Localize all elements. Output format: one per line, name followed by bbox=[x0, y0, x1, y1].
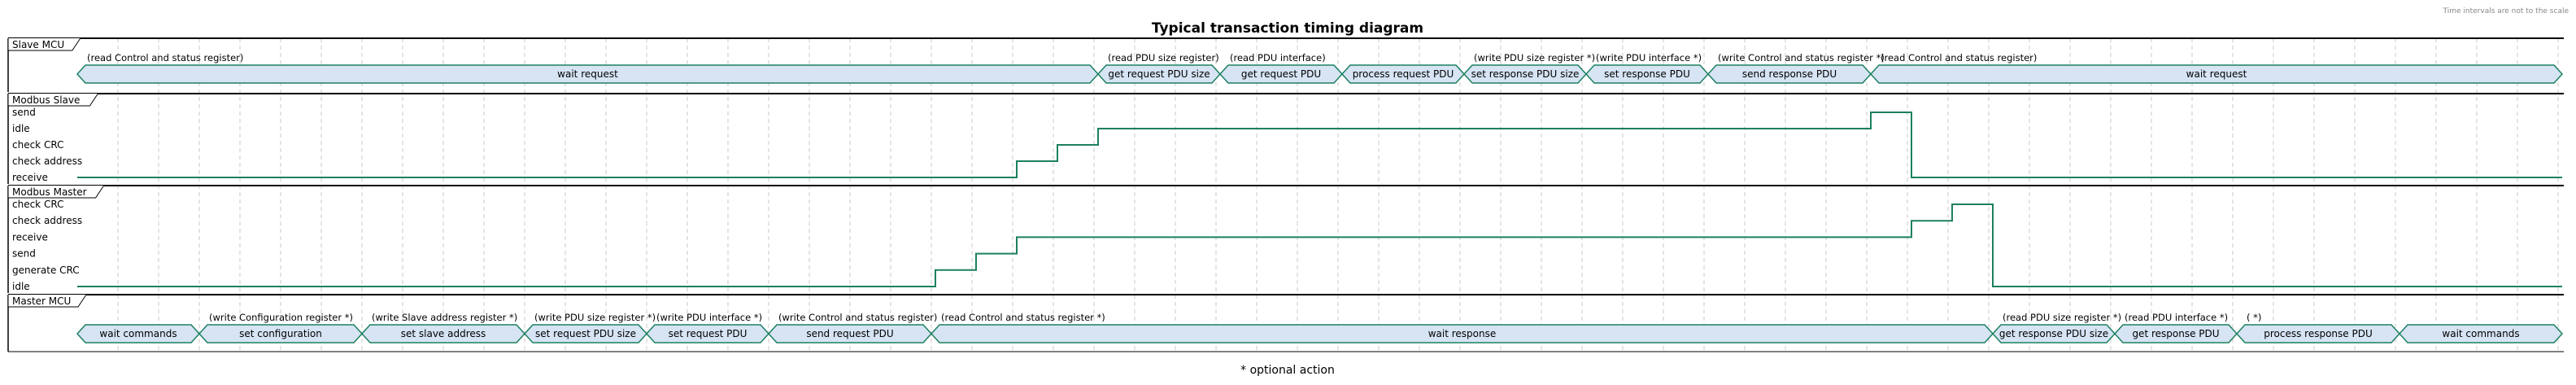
footnote: * optional action bbox=[1240, 364, 1335, 377]
lane-title-tab bbox=[7, 37, 81, 51]
state-label: receive bbox=[12, 231, 48, 243]
state-label: check CRC bbox=[12, 199, 63, 210]
lane-master-mcu: Master MCU wait commands set configuration… bbox=[7, 294, 2564, 352]
phase-annotation: (write PDU size register *) bbox=[534, 312, 656, 323]
phase-label: set request PDU size bbox=[535, 328, 636, 339]
phase-label: set configuration bbox=[239, 328, 322, 339]
phase-annotation: (read PDU size register) bbox=[1108, 52, 1219, 63]
phase-annotation: (write Control and status register *) bbox=[1718, 52, 1885, 63]
diagram-title: Typical transaction timing diagram bbox=[1152, 20, 1423, 37]
phase-annotation: (read Control and status register) bbox=[87, 52, 243, 63]
phase-label: get response PDU bbox=[2132, 328, 2219, 339]
phase-label: get response PDU size bbox=[1999, 328, 2108, 339]
phase-label: get request PDU bbox=[1241, 68, 1321, 80]
phase-label: wait commands bbox=[99, 328, 177, 339]
phase-annotation: (write PDU size register *) bbox=[1474, 52, 1595, 63]
state-label: generate CRC bbox=[12, 265, 80, 276]
lane-title: Slave MCU bbox=[12, 39, 64, 50]
scale-note: Time intervals are not to the scale bbox=[2443, 7, 2569, 15]
phase-annotation: (read PDU interface *) bbox=[2125, 312, 2228, 323]
phase-annotation: (write Control and status register) bbox=[778, 312, 937, 323]
phase-annotation: (write Configuration register *) bbox=[209, 312, 353, 323]
gridlines bbox=[117, 38, 2559, 352]
phase-annotation: (write Slave address register *) bbox=[372, 312, 517, 323]
state-label: check address bbox=[12, 155, 82, 167]
phase-label: set request PDU bbox=[669, 328, 748, 339]
state-signal bbox=[77, 203, 2562, 287]
state-label: check CRC bbox=[12, 139, 63, 151]
lane-title-tab bbox=[7, 185, 105, 199]
phase-label: wait commands bbox=[2442, 328, 2519, 339]
state-label: send bbox=[12, 248, 36, 260]
state-label: idle bbox=[12, 123, 30, 134]
state-label: receive bbox=[12, 172, 48, 183]
lane-title: Master MCU bbox=[12, 295, 71, 307]
phase-label: wait response bbox=[1428, 328, 1497, 339]
phase-label: send request PDU bbox=[806, 328, 893, 339]
phase-annotation: (read PDU size register *) bbox=[2003, 312, 2121, 323]
phase-annotation: (read Control and status register) bbox=[1881, 52, 2037, 63]
state-label: check address bbox=[12, 215, 82, 226]
lane-slave-mcu: Slave MCU wait request (read Control and s… bbox=[7, 37, 2564, 92]
phase-label: wait request bbox=[557, 68, 618, 80]
phase-annotation: ( *) bbox=[2247, 312, 2261, 323]
phase-shape bbox=[2398, 324, 2564, 343]
phase-annotation: (read Control and status register *) bbox=[941, 312, 1105, 323]
lane-title: Modbus Slave bbox=[12, 94, 80, 106]
phase-label: set slave address bbox=[401, 328, 486, 339]
state-label: idle bbox=[12, 281, 30, 292]
phase-annotation: (write PDU interface *) bbox=[1596, 52, 1702, 63]
phase-label: set response PDU bbox=[1604, 68, 1690, 80]
phase-label: set response PDU size bbox=[1471, 68, 1580, 80]
phase-annotation: (write PDU interface *) bbox=[656, 312, 762, 323]
lane-title-tab bbox=[7, 294, 87, 308]
phase-label: get request PDU size bbox=[1108, 68, 1210, 80]
phase-label: process request PDU bbox=[1353, 68, 1454, 80]
state-label: send bbox=[12, 107, 36, 118]
phase-shape bbox=[1869, 64, 2564, 84]
phase-label: send response PDU bbox=[1742, 68, 1837, 80]
phase-label: process response PDU bbox=[2264, 328, 2373, 339]
state-signal bbox=[77, 112, 2562, 178]
phase-annotation: (read PDU interface) bbox=[1230, 52, 1326, 63]
lanes: Slave MCU wait request (read Control and s… bbox=[7, 37, 2564, 352]
lane-title-tab bbox=[7, 93, 98, 107]
phase-label: wait request bbox=[2186, 68, 2247, 80]
lane-title: Modbus Master bbox=[12, 186, 87, 198]
